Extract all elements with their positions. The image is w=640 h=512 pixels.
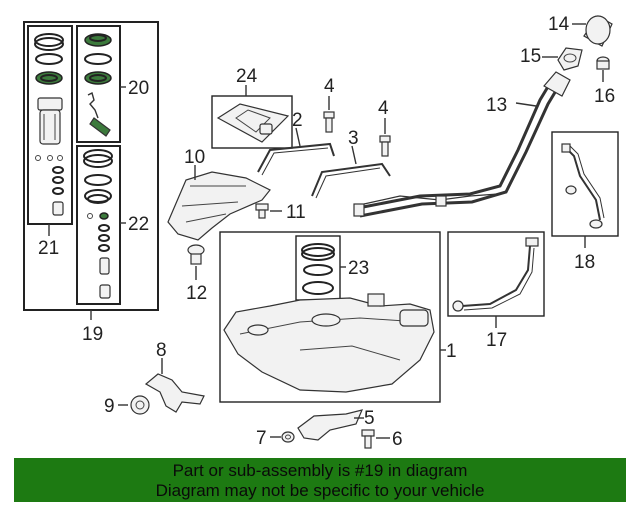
- tank-strap-3[interactable]: [311, 162, 391, 199]
- filler-gasket[interactable]: [596, 56, 610, 70]
- vent-tube[interactable]: [561, 143, 605, 229]
- bolt-11[interactable]: [255, 203, 269, 219]
- callout-3: 3: [348, 128, 359, 149]
- washer-7[interactable]: [281, 431, 295, 443]
- callout-23: 23: [348, 258, 369, 279]
- subassembly-19-group: [23, 21, 159, 320]
- callout-1: 1: [446, 341, 457, 362]
- callout-13: 13: [486, 95, 507, 116]
- callout-9: 9: [104, 396, 115, 417]
- callout-21: 21: [38, 238, 59, 259]
- group-22-frame: [76, 145, 121, 305]
- callout-18: 18: [574, 252, 595, 273]
- filler-neck-pipe[interactable]: [353, 71, 571, 218]
- notice-line-2: Diagram may not be specific to your vehi…: [155, 481, 485, 500]
- callout-2: 2: [292, 110, 303, 131]
- tank-strap-2[interactable]: [257, 142, 335, 176]
- callout-4-right: 4: [378, 98, 389, 119]
- tank-seal-ring-kit[interactable]: [301, 243, 335, 295]
- heat-shield[interactable]: [167, 171, 271, 241]
- callout-4-left: 4: [324, 76, 335, 97]
- fuel-tank[interactable]: [223, 293, 435, 393]
- callout-22: 22: [128, 214, 149, 235]
- callout-10: 10: [184, 147, 205, 168]
- bolt-6[interactable]: [361, 429, 375, 449]
- callout-12: 12: [186, 283, 207, 304]
- tank-bracket[interactable]: [297, 409, 364, 441]
- callout-19: 19: [82, 324, 103, 345]
- fuel-filter-assembly[interactable]: [83, 149, 113, 299]
- filler-ring[interactable]: [557, 47, 583, 71]
- fuel-tank-frame: [219, 231, 441, 403]
- callout-17: 17: [486, 330, 507, 351]
- callout-6: 6: [392, 429, 403, 450]
- group-21-frame: [27, 25, 73, 225]
- group-23-frame: [295, 235, 341, 301]
- callout-5: 5: [364, 408, 375, 429]
- nut-9[interactable]: [130, 395, 150, 415]
- bolt-4-left[interactable]: [323, 111, 335, 133]
- callout-11: 11: [286, 202, 306, 223]
- bolt-4-right[interactable]: [379, 135, 391, 157]
- callout-8: 8: [156, 340, 167, 361]
- callout-14: 14: [548, 14, 570, 35]
- group-20-frame: [76, 25, 121, 143]
- callout-24: 24: [236, 66, 258, 87]
- fuel-pump-module[interactable]: [34, 33, 64, 216]
- fuel-feed-line[interactable]: [452, 237, 539, 312]
- notice-line-1: Part or sub-assembly is #19 in diagram: [172, 461, 468, 480]
- callout-15: 15: [520, 46, 541, 67]
- fuel-cap[interactable]: [583, 15, 613, 47]
- notice-banner: Part or sub-assembly is #19 in diagram D…: [14, 458, 626, 502]
- callout-16: 16: [594, 86, 615, 107]
- clip-12[interactable]: [187, 244, 205, 265]
- callout-7: 7: [256, 428, 267, 449]
- callout-20: 20: [128, 78, 149, 99]
- mounting-bracket[interactable]: [144, 373, 205, 413]
- access-cover-plate[interactable]: [216, 103, 290, 143]
- group-24-frame: [211, 95, 293, 149]
- fuel-sender-unit[interactable]: [84, 33, 112, 137]
